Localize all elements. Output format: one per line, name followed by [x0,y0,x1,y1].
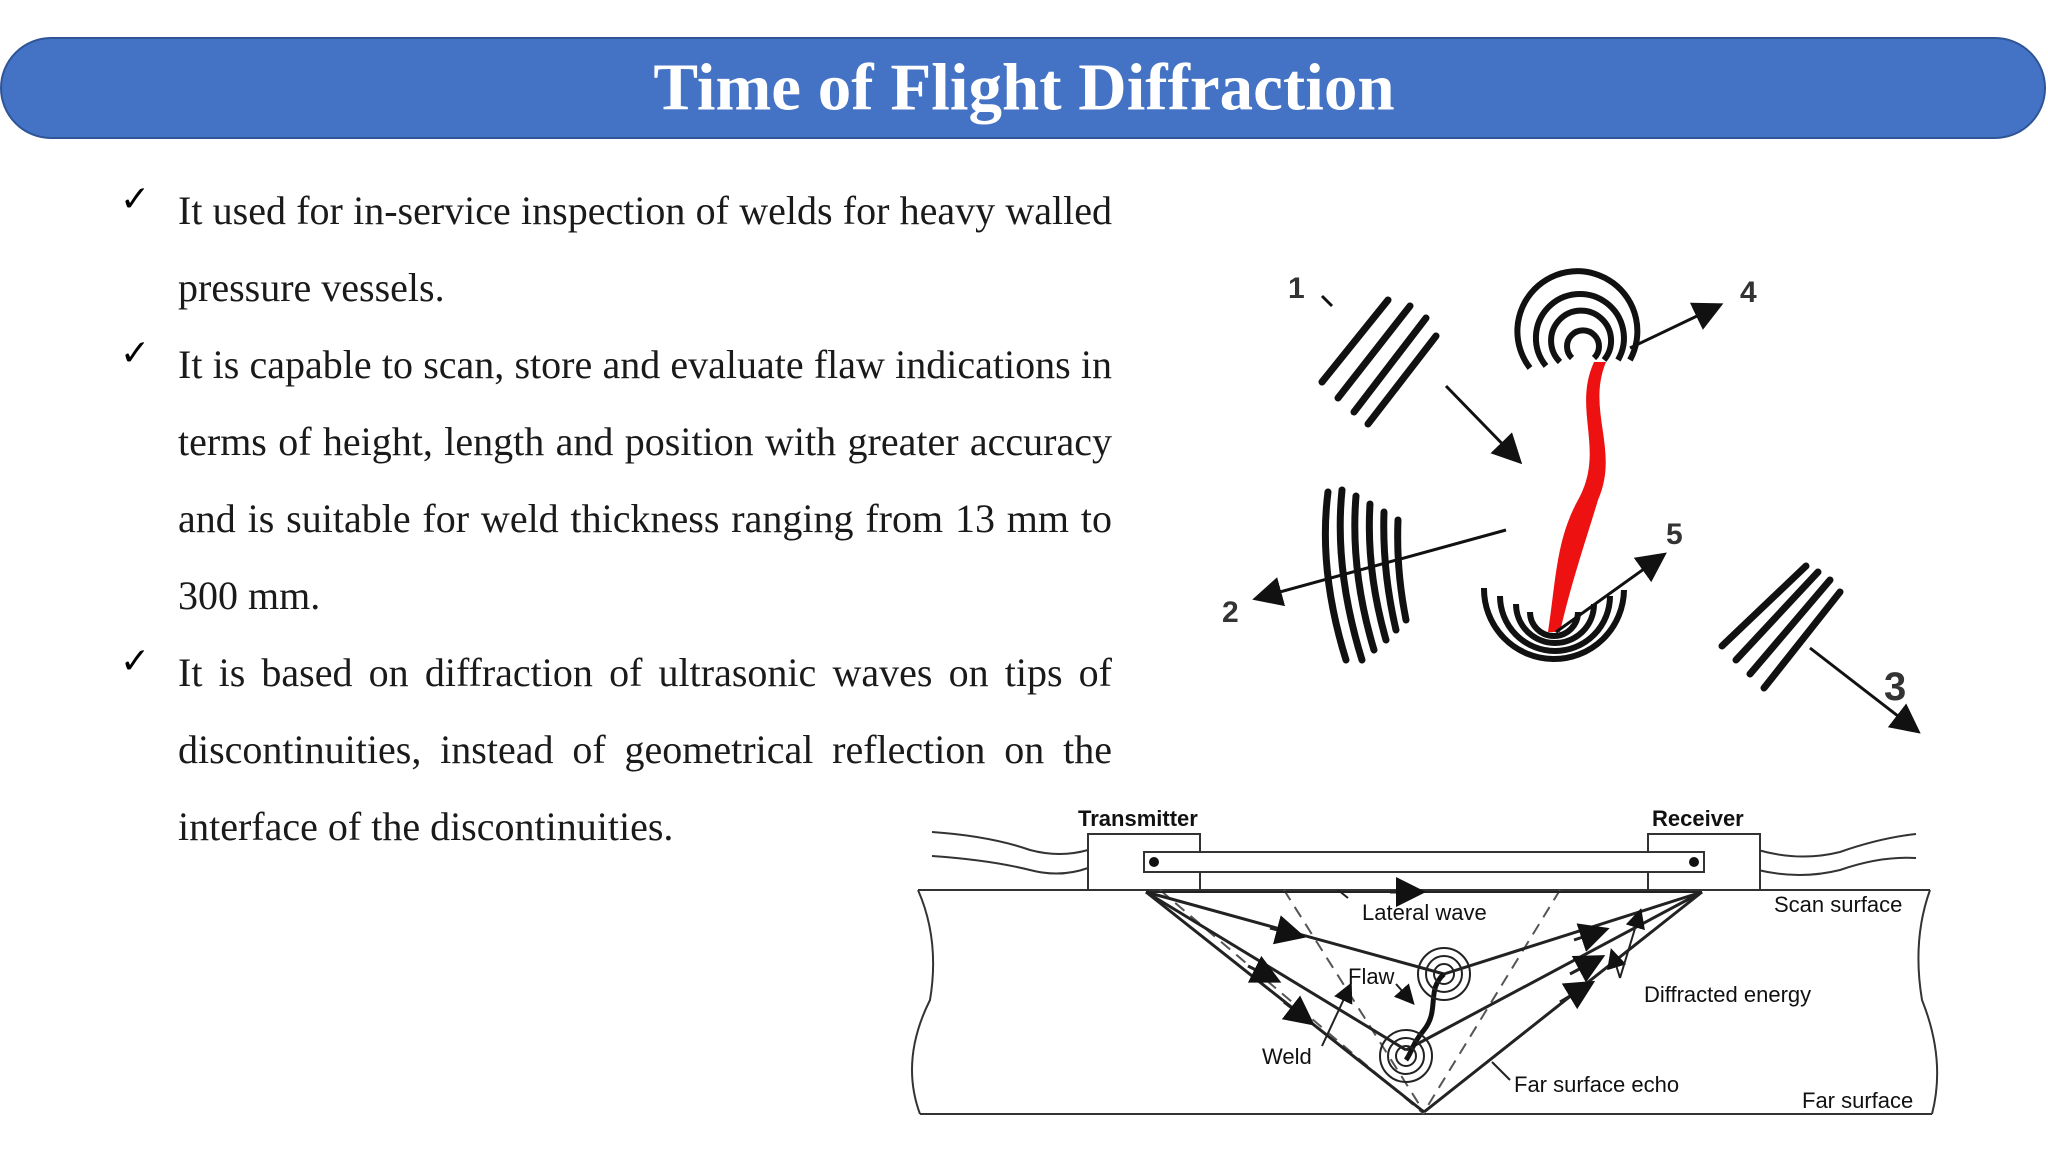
transmitter-label: Transmitter [1078,806,1198,831]
far-surface-echo-label: Far surface echo [1514,1072,1679,1097]
wavefront-3 [1718,562,1844,692]
wavefront-2 [1321,486,1410,664]
checkmark-icon: ✓ [120,641,151,682]
scan-surface-label: Scan surface [1774,892,1902,917]
far-surface-label: Far surface [1802,1088,1913,1113]
wave-label-3: 3 [1884,665,1906,709]
circular-wavefront-lower [1480,587,1627,662]
lateral-wave-label: Lateral wave [1362,900,1487,925]
bullet-text: It is based on diffraction of ultrasonic… [178,650,1112,849]
circular-wavefront-upper [1514,268,1641,370]
checkmark-icon: ✓ [120,179,151,220]
leader-lines [1321,889,1645,1081]
title-banner [0,37,2046,139]
wave-label-1: 1 [1288,272,1305,305]
flaw-label: Flaw [1348,964,1395,989]
cables [931,831,1917,876]
bullet-item: ✓ It used for in-service inspection of w… [120,172,1112,326]
receiver-label: Receiver [1652,806,1744,831]
crack-flaw [1548,362,1606,632]
bullet-item: ✓ It is capable to scan, store and evalu… [120,326,1112,634]
weld-zone [1159,889,1561,1115]
beam-arrows [1247,877,1610,1026]
slide-title: Time of Flight Diffraction [653,50,1395,125]
bullet-item: ✓ It is based on diffraction of ultrason… [120,634,1112,865]
bullet-text: It used for in-service inspection of wel… [178,188,1112,310]
diffracted-energy-label: Diffracted energy [1644,982,1811,1007]
wave-label-4: 4 [1740,276,1757,309]
checkmark-icon: ✓ [120,333,151,374]
probe-bar [1143,851,1705,873]
wave-arrows [1252,294,1921,734]
flaw-tip-rings [1379,947,1471,1083]
wave-label-5: 5 [1666,518,1683,551]
weld-label: Weld [1262,1044,1312,1069]
wavefront-1 [1318,296,1440,428]
wave-label-2: 2 [1222,596,1239,629]
flaw-crack [1403,972,1446,1062]
bullet-list: ✓ It used for in-service inspection of w… [120,172,1112,865]
bullet-text: It is capable to scan, store and evaluat… [178,342,1112,618]
